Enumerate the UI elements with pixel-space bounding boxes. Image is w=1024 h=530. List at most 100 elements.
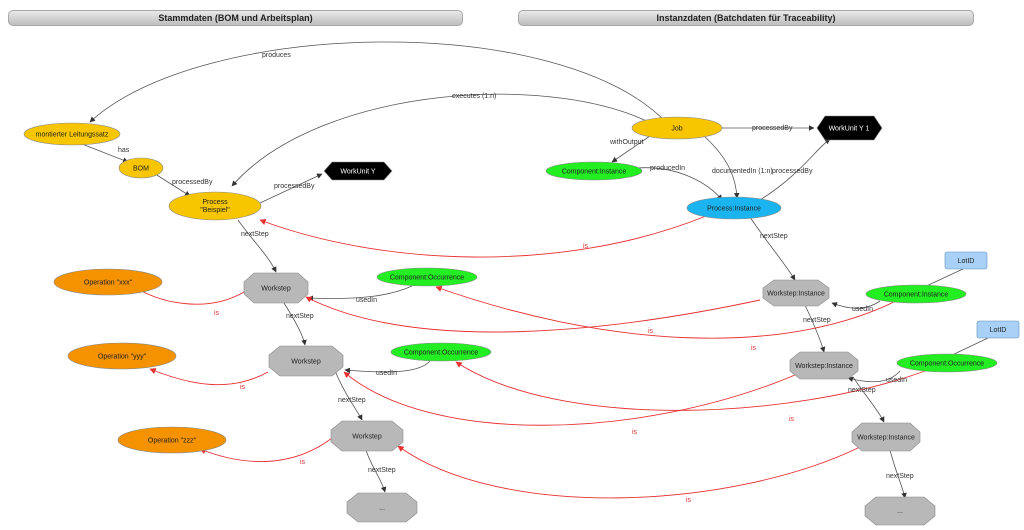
svg-text:Component:Occurrence: Component:Occurrence: [390, 275, 464, 282]
label-is-operation-zzz: is: [300, 459, 306, 466]
svg-text:Component:Occurrence: Component:Occurrence: [404, 350, 478, 357]
node-operation-xxx[interactable]: Operation "xxx": [53, 268, 163, 296]
svg-text:Workstep:Instance: Workstep:Instance: [767, 291, 825, 298]
node-workstep-instance-2[interactable]: Workstep:Instance: [789, 351, 859, 380]
edge-nextStep-2: [281, 299, 307, 346]
edge-executes: [231, 93, 661, 187]
edge-processedBy-instance: [759, 138, 831, 201]
node-job[interactable]: Job: [631, 116, 723, 140]
node-component-instance-top[interactable]: Component:Instance: [545, 161, 643, 181]
svg-text:WorkUnit Y: WorkUnit Y: [340, 169, 375, 176]
node-lotid-2[interactable]: LotID: [976, 320, 1020, 339]
label-is-component-occurrence-2: is: [789, 416, 795, 423]
svg-text:Workstep: Workstep: [261, 286, 291, 293]
header-instanzdaten: Instanzdaten (Batchdaten für Traceabilit…: [518, 10, 974, 26]
node-workunit-y[interactable]: WorkUnit Y: [323, 161, 393, 181]
node-component-instance-right[interactable]: Component:Instance: [865, 284, 967, 304]
label-executes: executes (1:n): [452, 93, 496, 100]
node-ellipsis-left[interactable]: ...: [346, 492, 418, 523]
svg-text:Workstep:Instance: Workstep:Instance: [857, 435, 915, 442]
label-nextStep-1: nextStep: [241, 231, 269, 238]
edge-produces: [89, 41, 669, 125]
label-is-operation-yyy: is: [240, 384, 246, 391]
label-processedBy-instance: processedBy: [772, 168, 813, 175]
relation-edges: [81, 41, 989, 499]
svg-text:"Beispiel": "Beispiel": [200, 207, 230, 214]
node-workstep-3[interactable]: Workstep: [330, 420, 404, 452]
edge-nextStep-3: [335, 372, 363, 421]
edge-nextStep-r2: [804, 304, 826, 353]
header-stammdaten: Stammdaten (BOM und Arbeitsplan): [8, 10, 463, 26]
edge-usedIn-r2: [847, 370, 901, 383]
node-component-occurrence-right[interactable]: Component:Occurrence: [896, 353, 998, 373]
label-nextStep-r4: nextStep: [886, 473, 914, 480]
svg-text:...: ...: [379, 505, 385, 512]
svg-text:WorkUnit Y 1: WorkUnit Y 1: [829, 126, 870, 133]
svg-text:montierter Leitungssatz: montierter Leitungssatz: [36, 132, 109, 139]
edge-has: [81, 143, 129, 163]
is-edge-workstep-2: [343, 371, 796, 426]
node-workstep-instance-1[interactable]: Workstep:Instance: [762, 279, 830, 307]
svg-text:Component:Instance: Component:Instance: [884, 292, 949, 299]
node-montierter-leitungssatz[interactable]: montierter Leitungssatz: [23, 122, 121, 146]
svg-text:LotID: LotID: [990, 327, 1007, 334]
label-nextStep-3: nextStep: [338, 397, 366, 404]
node-operation-yyy[interactable]: Operation "yyy": [67, 342, 177, 370]
svg-text:Process:Instance: Process:Instance: [707, 206, 761, 213]
nodes: montierter Leitungssatz BOM Process "Bei…: [23, 115, 1020, 526]
edge-usedIn-2: [344, 360, 431, 374]
node-process-beispiel[interactable]: Process "Beispiel": [168, 191, 262, 221]
svg-text:LotID: LotID: [958, 258, 975, 265]
label-processedBy-process: processedBy: [274, 183, 315, 190]
svg-text:Process: Process: [202, 199, 228, 206]
node-component-occurrence-2[interactable]: Component:Occurrence: [390, 342, 492, 362]
node-component-occurrence-1[interactable]: Component:Occurrence: [376, 267, 478, 287]
is-edge-workstep-3: [397, 445, 861, 499]
label-processedBy-job: processedBy: [752, 125, 793, 132]
node-ellipsis-right[interactable]: ...: [864, 496, 936, 526]
node-operation-zzz[interactable]: Operation "zzz": [117, 426, 227, 454]
is-edge-process: [259, 215, 707, 258]
svg-text:Operation "zzz": Operation "zzz": [148, 438, 197, 445]
edge-usedIn-r1: [831, 300, 881, 309]
node-process-instance[interactable]: Process:Instance: [686, 196, 782, 220]
label-nextStep-r2: nextStep: [803, 317, 831, 324]
svg-text:Component:Occurrence: Component:Occurrence: [910, 361, 984, 368]
svg-text:Workstep: Workstep: [291, 359, 321, 366]
label-produces: produces: [262, 52, 291, 59]
node-workstep-instance-3[interactable]: Workstep:Instance: [851, 422, 921, 452]
is-edge-workstep-1: [305, 296, 761, 333]
is-edges: [135, 215, 926, 499]
node-lotid-1[interactable]: LotID: [944, 251, 988, 270]
svg-text:Workstep:Instance: Workstep:Instance: [795, 363, 853, 370]
node-workunit-y1[interactable]: WorkUnit Y 1: [816, 115, 883, 141]
edge-nextStep-r1: [749, 216, 796, 281]
edge-nextStep-r4: [889, 449, 907, 499]
label-usedIn-1: usedIn: [356, 297, 377, 304]
node-workstep-2[interactable]: Workstep: [268, 345, 344, 377]
is-edge-component-occurrence-2: [455, 361, 926, 411]
label-is-process: is: [583, 243, 589, 250]
edge-lotid-2: [949, 337, 989, 357]
label-usedIn-2: usedIn: [376, 370, 397, 377]
label-is-component-occurrence-1: is: [751, 345, 757, 352]
svg-text:Component:Instance: Component:Instance: [562, 169, 627, 176]
is-edge-operation-yyy: [149, 368, 269, 386]
label-usedIn-r1: usedIn: [852, 306, 873, 313]
label-is-workstep-3: is: [686, 497, 692, 504]
label-withOutput: withOutput: [609, 139, 644, 146]
is-edge-operation-zzz: [199, 437, 333, 463]
label-is-operation-xxx: is: [214, 310, 220, 317]
label-producedIn: producedIn: [650, 165, 685, 172]
is-edge-operation-xxx: [135, 287, 245, 305]
node-workstep-1[interactable]: Workstep: [243, 272, 309, 304]
edge-producedIn: [635, 167, 723, 201]
label-nextStep-r3: nextStep: [848, 387, 876, 394]
label-processedBy-bom: processedBy: [172, 179, 213, 186]
label-is-workstep-2: is: [632, 429, 638, 436]
node-bom[interactable]: BOM: [118, 157, 164, 179]
edge-nextStep-1: [237, 219, 277, 273]
label-documentedIn: documentedIn (1:n): [712, 168, 773, 175]
is-edge-component-occurrence-1: [435, 285, 901, 339]
